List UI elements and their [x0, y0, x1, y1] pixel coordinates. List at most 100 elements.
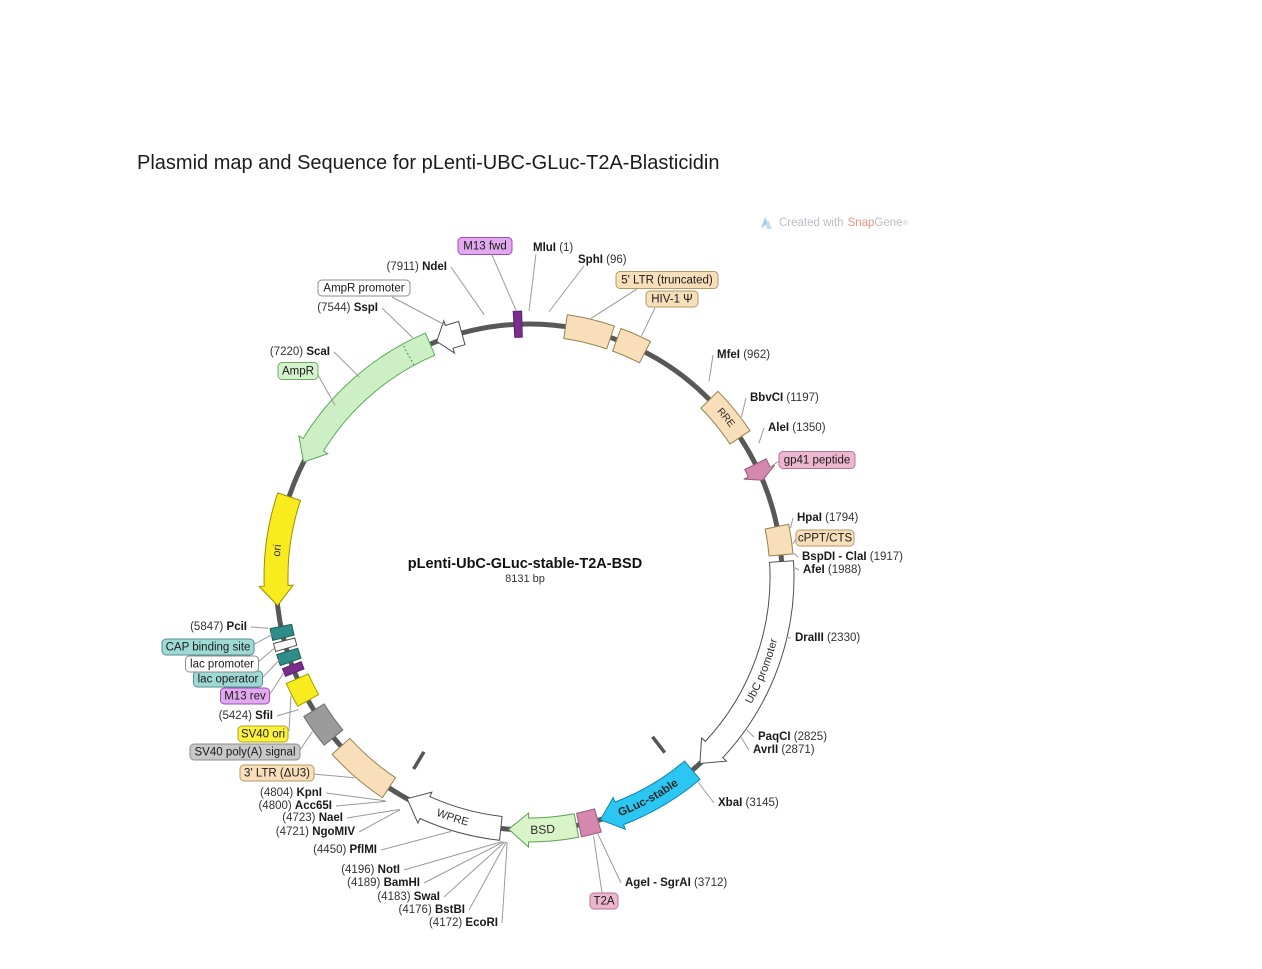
- callout-line-scai: [333, 351, 360, 378]
- feature-cppt-cts: [764, 523, 794, 557]
- backbone-dash: [651, 735, 667, 754]
- site-label-draiii: DraIII (2330): [795, 632, 860, 644]
- callout-line-avrii: [740, 737, 750, 751]
- svg-text:lac promoter: lac promoter: [190, 659, 254, 671]
- svg-text:cPPT/CTS: cPPT/CTS: [798, 533, 853, 545]
- boxed-label-lac-promoter: lac promoter: [185, 655, 259, 673]
- site-label-alei: AleI (1350): [768, 422, 826, 434]
- callout-line-alei: [758, 427, 765, 444]
- callout-line-noti: [403, 841, 503, 871]
- feature-3-ltr-u3: [331, 737, 397, 799]
- svg-text:AmpR promoter: AmpR promoter: [323, 283, 404, 295]
- feature-cap-binding-site: [269, 623, 295, 642]
- boxed-label-cap-binding-site: CAP binding site: [161, 638, 255, 656]
- callout-line-sv40-ori: [288, 695, 292, 732]
- callout-line-hpai: [789, 517, 794, 529]
- callout-line-agei-sgrai: [597, 833, 622, 884]
- callout-line-lac-promoter: [257, 646, 276, 663]
- feature-arc-label-bsd: BSD: [530, 822, 556, 837]
- callout-line-t2a: [593, 835, 603, 894]
- site-label-bspdi-clai: BspDI - ClaI (1917): [802, 551, 903, 563]
- feature-hiv-1: [611, 327, 652, 364]
- snapgene-logo-icon: [761, 217, 772, 229]
- feature-bsd: [507, 811, 580, 849]
- watermark-brand-snap: Snap: [847, 217, 875, 229]
- feature-ampr: [298, 332, 436, 463]
- boxed-label-ampr: AmpR: [277, 362, 319, 380]
- site-label-mfei: MfeI (962): [717, 349, 770, 361]
- feature-sv40-poly-a-signal: [303, 703, 344, 746]
- svg-text:T2A: T2A: [593, 896, 614, 908]
- callout-line-sphi: [548, 265, 585, 313]
- svg-text:AmpR: AmpR: [282, 366, 314, 378]
- feature-m13-fwd: [512, 310, 523, 338]
- callout-line-acc65i: [335, 800, 387, 807]
- boxed-label-cppt-cts: cPPT/CTS: [795, 529, 855, 547]
- feature-sv40-ori: [285, 673, 320, 707]
- callout-line-mlui: [528, 253, 537, 312]
- site-label-kpni: (4804) KpnI: [260, 787, 322, 799]
- backbone-dash: [412, 750, 426, 770]
- site-label-avrii: AvrII (2871): [753, 744, 815, 756]
- feature-gp41-peptide: [743, 458, 776, 481]
- feature-arc-label-ori: ori: [271, 544, 284, 557]
- feature-divider-dash: [402, 343, 415, 366]
- boxed-label-sv40-poly-a-signal: SV40 poly(A) signal: [189, 743, 301, 761]
- callout-line-ampr-promoter: [391, 296, 445, 326]
- callout-line-sv40-poly-a-signal: [299, 731, 313, 751]
- boxed-label-sv40-ori: SV40 ori: [237, 725, 289, 743]
- site-label-noti: (4196) NotI: [341, 864, 400, 876]
- svg-text:lac operator: lac operator: [198, 674, 259, 686]
- feature-ubc-promoter: [699, 560, 795, 765]
- site-label-pflmi: (4450) PflMI: [313, 844, 377, 856]
- boxed-label-3-ltr-u3: 3' LTR (ΔU3): [239, 764, 315, 782]
- feature-gluc-stable: [599, 760, 701, 831]
- site-label-swai: (4183) SwaI: [377, 891, 440, 903]
- site-label-scai: (7220) ScaI: [270, 346, 330, 358]
- site-label-bstbi: (4176) BstBI: [399, 904, 465, 916]
- callout-line-3-ltr-u3: [312, 773, 355, 779]
- boxed-label-5-ltr-truncated: 5' LTR (truncated): [615, 271, 719, 289]
- callout-line-swai: [443, 841, 506, 898]
- site-label-naei: (4723) NaeI: [282, 812, 343, 824]
- callout-line-cap-binding-site: [252, 633, 273, 646]
- boxed-label-ampr-promoter: AmpR promoter: [317, 279, 411, 297]
- watermark-brand-gene: Gene: [874, 217, 903, 229]
- svg-text:gp41 peptide: gp41 peptide: [784, 455, 851, 467]
- callout-line-m13-fwd: [491, 254, 517, 312]
- site-label-xbai: XbaI (3145): [718, 797, 779, 809]
- callout-line-cppt-cts: [792, 538, 797, 544]
- svg-text:CAP binding site: CAP binding site: [166, 642, 251, 654]
- callout-line-ngomiv: [358, 809, 401, 833]
- feature-5-ltr-truncated: [563, 314, 616, 350]
- callout-line-bamhi: [423, 841, 504, 884]
- callout-line-xbai: [697, 781, 715, 804]
- boxed-label-m13-fwd: M13 fwd: [457, 237, 513, 255]
- site-label-ndei: (7911) NdeI: [386, 261, 447, 273]
- callout-line-mfei: [708, 354, 714, 382]
- watermark-registered-mark: ®: [902, 219, 908, 227]
- callout-line-bstbi: [468, 841, 507, 911]
- svg-text:HIV-1 Ψ: HIV-1 Ψ: [651, 294, 693, 306]
- site-label-afei: AfeI (1988): [803, 564, 861, 576]
- boxed-label-t2a: T2A: [589, 892, 619, 910]
- callout-line-gp41-peptide: [764, 460, 780, 472]
- site-label-ecori: (4172) EcoRI: [429, 917, 498, 929]
- callout-line-bbvci: [740, 397, 747, 418]
- feature-ampr-promoter: [436, 319, 466, 355]
- page-title: Plasmid map and Sequence for pLenti-UBC-…: [137, 152, 720, 174]
- callout-line-ecori: [501, 842, 508, 924]
- feature-lac-operator: [276, 647, 302, 667]
- site-label-bamhi: (4189) BamHI: [347, 877, 420, 889]
- svg-text:5' LTR (truncated): 5' LTR (truncated): [621, 275, 713, 287]
- callout-line-m13-rev: [269, 672, 285, 695]
- callout-line-ampr: [317, 374, 336, 406]
- callout-line-bspdi-clai: [793, 552, 799, 558]
- site-label-mlui: MluI (1): [533, 242, 573, 254]
- site-label-hpai: HpaI (1794): [797, 512, 859, 524]
- feature-ori: [258, 492, 302, 607]
- svg-text:M13 fwd: M13 fwd: [463, 241, 506, 253]
- callout-line-sfii: [276, 709, 299, 717]
- feature-lac-promoter: [272, 637, 298, 653]
